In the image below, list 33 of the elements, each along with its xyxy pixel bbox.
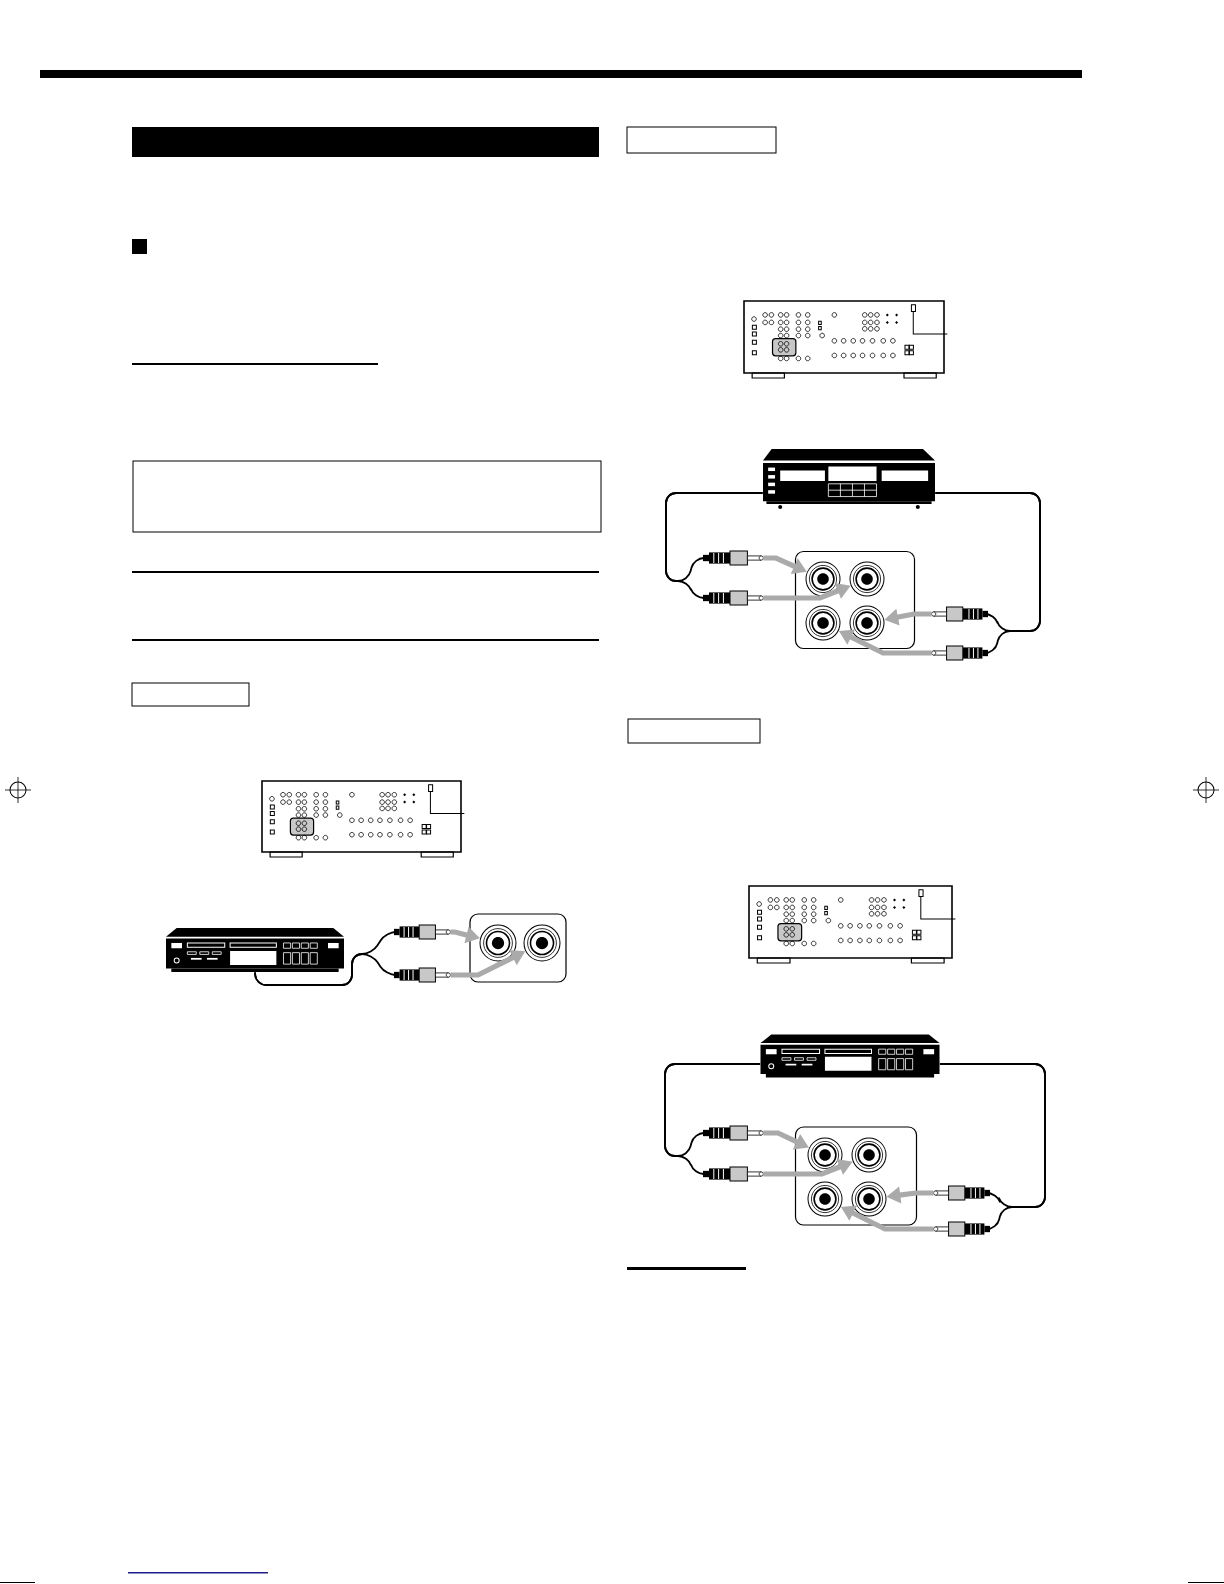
plug-drawing [931,645,988,661]
label-box [131,682,250,707]
jack-drawing [849,605,885,641]
plug-drawing [703,1125,764,1141]
plug-drawing [933,1185,990,1201]
plug-drawing [703,590,764,606]
jack-drawing [807,1137,843,1173]
plug-drawing [394,967,451,983]
cable [665,492,764,599]
jack-drawing [807,1181,843,1217]
plug-drawing [703,1166,764,1182]
jack-panel [794,550,916,650]
plug-drawing [394,924,451,940]
cd-player-drawing [760,1034,940,1078]
jack-drawing [849,561,885,597]
cable [664,1063,761,1175]
jack-drawing [479,924,517,962]
cd-player-drawing [166,928,344,972]
plug-drawing [703,550,764,566]
jack-drawing [805,605,841,641]
plug-drawing [933,1221,990,1237]
plug-drawing [931,606,988,622]
jack-panel [794,1126,918,1226]
jack-drawing [805,561,841,597]
cable [254,953,397,986]
jack-panel [469,913,567,983]
cassette-deck-drawing [763,449,935,509]
note-box [132,460,602,533]
jack-drawing [851,1137,887,1173]
label-box [626,126,777,154]
jack-drawing [523,924,561,962]
jack-drawing [851,1181,887,1217]
label-box [627,718,761,744]
